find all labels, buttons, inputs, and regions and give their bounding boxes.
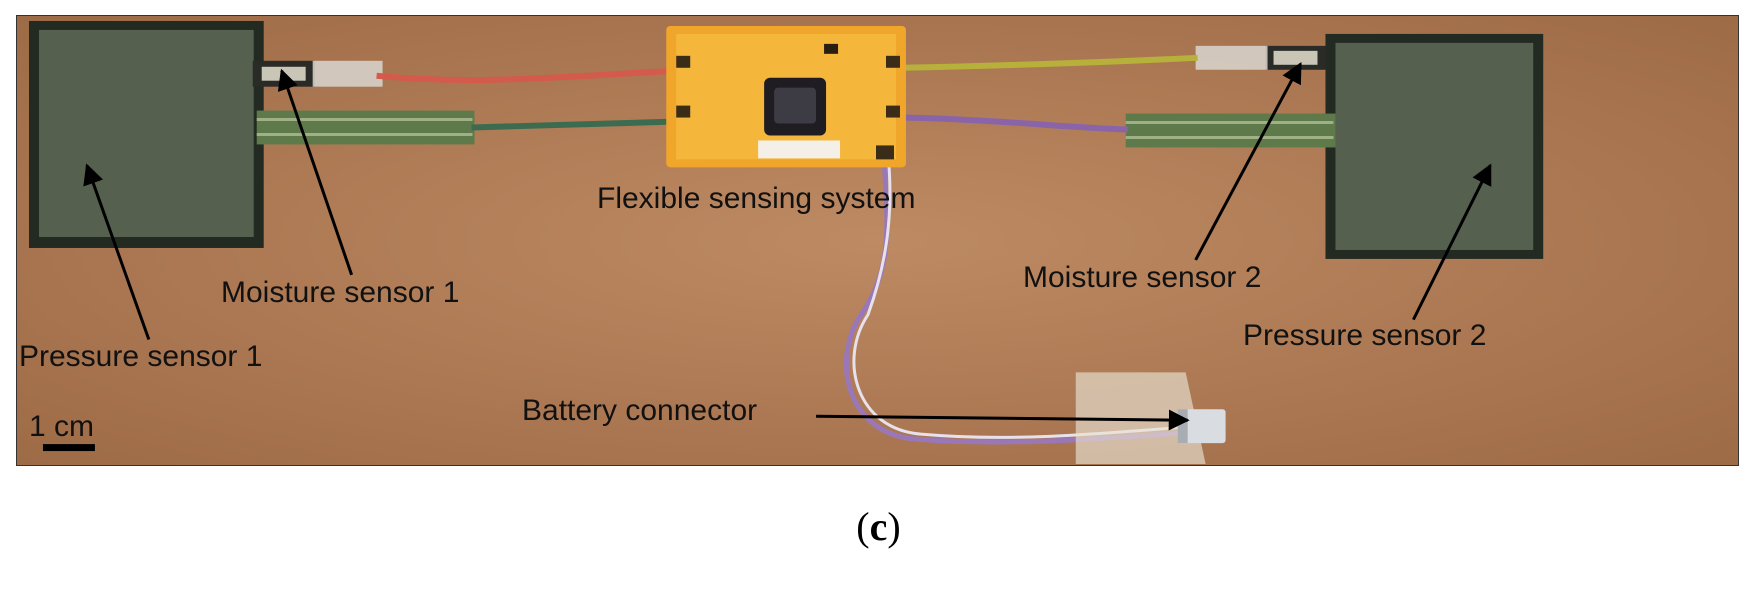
purple-wire	[903, 114, 1128, 133]
arrow-battery	[816, 409, 1190, 431]
moisture-sensor-2-tip	[1195, 45, 1326, 70]
pressure-sensor-2-label: Pressure sensor 2	[1243, 319, 1487, 352]
battery-connector-label: Battery connector	[522, 394, 758, 427]
pressure-sensor-1-pad	[28, 20, 475, 248]
scale-bar	[42, 444, 95, 452]
caption-open-paren: (	[856, 504, 870, 549]
pressure-sensor-2-pad	[1125, 33, 1544, 259]
battery-twisted-wire-white	[852, 153, 1196, 439]
caption-letter: c	[869, 504, 888, 549]
pressure-sensor-1-label: Pressure sensor 1	[19, 340, 263, 373]
figure-caption: (c)	[0, 507, 1757, 547]
photo-illustration	[17, 16, 1738, 465]
flexible-pcb	[666, 25, 906, 168]
red-wire	[376, 67, 677, 83]
flexible-sensing-system-label: Flexible sensing system	[597, 182, 916, 215]
arrow-pressure-2	[1412, 163, 1492, 321]
moisture-sensor-1-tip	[252, 60, 383, 87]
moisture-sensor-2-label: Moisture sensor 2	[1023, 261, 1262, 294]
sensor-system-photo: Flexible sensing system Moisture sensor …	[16, 15, 1739, 466]
arrow-pressure-1	[83, 163, 151, 341]
green-wire	[471, 118, 677, 131]
moisture-sensor-1-label: Moisture sensor 1	[221, 276, 460, 309]
arrow-moisture-2	[1194, 61, 1302, 261]
caption-close-paren: )	[887, 504, 901, 549]
scale-label: 1 cm	[29, 410, 95, 443]
yellow-wire	[903, 54, 1198, 71]
arrow-moisture-1	[277, 68, 354, 276]
